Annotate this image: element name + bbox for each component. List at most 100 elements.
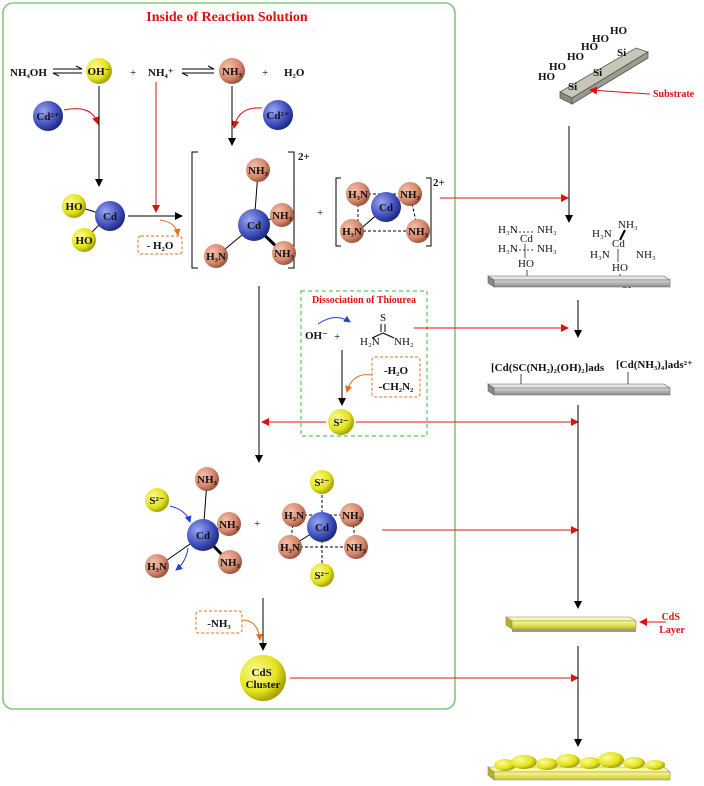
cds-layer-label: CdS Layer — [659, 612, 685, 636]
blue-curved-arrow — [317, 315, 351, 325]
svg-text:NH₃: NH₃ — [537, 224, 557, 236]
s2-label: S²⁻ — [333, 417, 348, 429]
s2-sphere — [328, 409, 354, 435]
nh4oh-label: NH₄OH — [10, 67, 47, 79]
orange-curved-arrow — [241, 619, 263, 641]
orange-curved-arrow — [231, 107, 263, 129]
cds-cluster-film — [487, 752, 671, 781]
svg-text:H₃N: H₃N — [498, 243, 518, 255]
minus-h2o-box — [137, 235, 183, 255]
substrate-hydroxyl-groups: Si Si Si HO HO HO HO HO HO — [538, 25, 628, 93]
orange-curved-arrow — [159, 219, 181, 236]
equilibrium-arrows-2 — [181, 65, 215, 77]
blue-curved-arrow — [169, 505, 192, 523]
svg-text:NH₃: NH₃ — [618, 219, 638, 231]
cd-label: Cd — [379, 202, 393, 214]
panel-title: Inside of Reaction Solution — [146, 10, 308, 25]
h3n-label: H₃N — [342, 226, 362, 238]
cds-layer-text-line2: Layer — [659, 625, 685, 636]
minus-nh3-label: -NH₃ — [207, 618, 231, 630]
nh2-label: NH₂ — [394, 336, 414, 348]
plus-sign: + — [317, 207, 323, 219]
cd2plus-sphere-left — [33, 101, 63, 131]
ho-label: HO — [549, 61, 567, 73]
ho-label: HO — [538, 71, 556, 83]
s-atom-label: S — [380, 312, 386, 324]
svg-text:NH₃: NH₃ — [636, 249, 656, 261]
h3n-label: H₃N — [147, 561, 167, 573]
nh3-label: NH₃ — [219, 519, 240, 531]
nh3-label: NH₃ — [342, 510, 363, 522]
byproduct-h2o: -H₂O — [384, 365, 409, 377]
si-label: Si — [568, 81, 577, 93]
nh3-label: NH₃ — [197, 474, 218, 486]
h3n-label: H₃N — [206, 251, 226, 263]
si-label: Si — [593, 67, 602, 79]
cd-label: Cd — [315, 522, 329, 534]
substrate-slab-3 — [487, 383, 671, 396]
ho-label: HO — [592, 33, 610, 45]
oh-thio-label: OH⁻ — [305, 330, 328, 342]
nh3-label: NH₃ — [222, 66, 243, 78]
nh3-label: NH₃ — [274, 248, 295, 260]
reaction-solution-panel — [2, 2, 456, 710]
nh3-label: NH₃ — [400, 189, 421, 201]
h3n-label: H₃N — [348, 189, 368, 201]
cd-ammine-complex: 2+ NH₃ NH₃ H₃N NH₃ Cd — [191, 151, 310, 269]
h2o-label: H₂O — [284, 67, 305, 79]
si-label: Si — [617, 47, 626, 59]
orange-curved-arrow — [345, 374, 373, 393]
cd-hydroxide-molecule: HO HO Cd — [62, 194, 125, 252]
ho-label: HO — [610, 25, 628, 37]
nh3-label: NH₃ — [272, 210, 293, 222]
minus-h2o-label: - H₂O — [147, 240, 174, 252]
substrate-slab-2 — [487, 275, 671, 288]
minus-nh3-box — [195, 610, 243, 634]
h2n-label: H₂N — [360, 336, 380, 348]
ho-label: HO — [75, 235, 93, 247]
nh3-label: NH₃ — [220, 557, 241, 569]
cds-cluster-text: CdS — [252, 667, 272, 679]
cd2plus-label: Cd²⁺ — [266, 110, 289, 122]
plus-sign: + — [130, 67, 136, 79]
cd-label: Cd — [247, 220, 261, 232]
plus-sign: + — [334, 331, 340, 343]
complex-charge: 2+ — [433, 177, 445, 189]
cds-cluster-sphere — [240, 655, 286, 701]
s2-label: S²⁻ — [314, 477, 329, 489]
adsorbed-complexes: H₃N NH₃ Cd H₃N NH₃ HO Si NH₃ H₃N Cd H₃N … — [498, 219, 656, 291]
byproduct-ch2n2: -CH₂N₂ — [379, 381, 414, 393]
substrate-label: Substrate — [653, 89, 695, 100]
cds-layer-text: CdS — [662, 612, 681, 623]
nh3-sphere — [219, 58, 245, 84]
s2-sphere — [145, 488, 169, 512]
svg-text:NH₃: NH₃ — [537, 243, 557, 255]
oh-label: OH⁻ — [88, 66, 111, 78]
thiourea-title: Dissociation of Thiourea — [312, 295, 416, 306]
cds-cluster-label: CdS Cluster — [246, 667, 281, 691]
ho-label: HO — [65, 201, 83, 213]
ho-label: HO — [567, 51, 585, 63]
cd-ammine-s2-octahedral: S²⁻ H₃N NH₃ H₃N NH₃ S²⁻ Cd — [278, 470, 368, 587]
nh3-label: NH₃ — [248, 165, 269, 177]
cd-ammine-complex-s: NH₃ NH₃ H₃N NH₃ Cd — [145, 467, 242, 578]
thiourea-box — [300, 290, 428, 437]
cds-cluster-text-line2: Cluster — [246, 679, 281, 691]
complex-charge: 2+ — [298, 151, 310, 163]
ho-label: HO — [581, 41, 599, 53]
plus-sign: + — [254, 518, 260, 530]
substrate-pointer — [589, 86, 651, 95]
plus-sign: + — [262, 67, 268, 79]
blue-curved-arrow — [175, 547, 189, 571]
ads-label-1: [Cd(SC(NH₂)₂(OH)₂]ads — [491, 362, 605, 374]
s2-label: S²⁻ — [149, 495, 164, 507]
svg-text:H₃N: H₃N — [498, 224, 518, 236]
cd2plus-label: Cd²⁺ — [36, 111, 59, 123]
h3n-label: H₃N — [280, 542, 300, 554]
equilibrium-arrows-1 — [52, 65, 83, 77]
nh3-label: NH₃ — [408, 226, 429, 238]
ho-label: HO — [612, 262, 628, 274]
nh4plus-label: NH₄⁺ — [148, 67, 174, 79]
ads-label-2: [Cd(NH₃)₄]ads²⁺ — [616, 359, 693, 371]
